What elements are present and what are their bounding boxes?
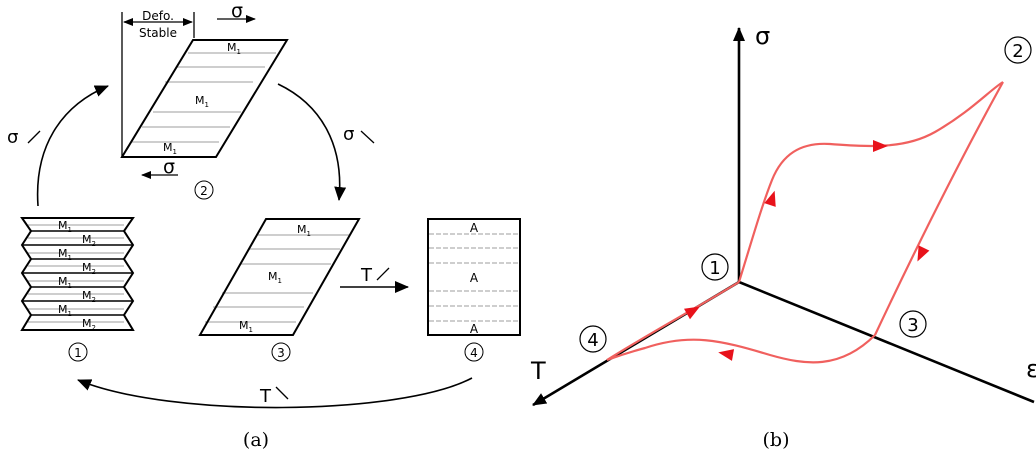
state-3-layer-label: M1	[239, 319, 253, 334]
state-2-number: 2	[200, 184, 208, 198]
curve-arrow	[718, 349, 735, 361]
state-1-bands	[28, 224, 124, 323]
state-2-number-circle	[194, 180, 214, 200]
strain-axis	[738, 280, 1035, 404]
state-4-layer-label: A	[470, 271, 479, 285]
state-4-number-circle	[464, 342, 484, 362]
state-1-layer-label: M1	[58, 219, 72, 234]
increase-slash	[27, 130, 41, 144]
temperature-axis-label: T	[530, 357, 546, 385]
decrease-slash	[275, 386, 289, 400]
state-1-number-circle	[68, 342, 88, 362]
cooling-label: T	[259, 386, 272, 407]
state-1-layer-label: M1	[58, 303, 72, 318]
state-4-rectangle	[427, 218, 521, 336]
sigma-top-label: σ	[231, 0, 243, 22]
state-4-austenite: A A A 4	[427, 218, 521, 362]
state-1-layer-label: M2	[82, 289, 96, 304]
caption-b: (b)	[763, 429, 790, 451]
heating-label: T	[360, 265, 373, 286]
state-1-layer-label: M1	[58, 247, 72, 262]
state-3-layer-label: M1	[268, 270, 282, 285]
state-1-layer-label: M2	[82, 233, 96, 248]
point-1-circle	[701, 253, 729, 281]
point-2-circle	[1004, 36, 1032, 64]
state-4-number: 4	[470, 346, 478, 360]
unloading-arrow	[277, 83, 347, 201]
heating-path	[606, 334, 876, 364]
cooling-path	[606, 281, 740, 361]
panel-b: σ T ε 1 2 3 4 (b)	[530, 22, 1036, 451]
loading-path	[737, 81, 1004, 283]
state-2-label-defo: Defo.	[142, 9, 174, 23]
state-1-number: 1	[74, 346, 82, 360]
strain-axis-label: ε	[1026, 355, 1036, 383]
unloading-path	[874, 81, 1004, 336]
state-1-layer-label: M1	[58, 275, 72, 290]
curve-arrow	[917, 245, 930, 262]
state-1-layer-label: M2	[82, 317, 96, 332]
state-1-outline	[20, 217, 135, 331]
state-4-bands	[429, 233, 519, 322]
point-3-circle	[899, 310, 927, 338]
state-2-deformed: Defo. Stable σ M1 M1 M1 σ 2	[120, 0, 289, 200]
caption-a: (a)	[243, 429, 269, 451]
cooling-arrow	[77, 377, 473, 409]
point-4-circle	[579, 325, 607, 353]
sigma-axis-label: σ	[755, 22, 770, 50]
state-3-layer-label: M1	[297, 223, 311, 238]
state-4-layer-label: A	[470, 221, 479, 235]
state-2-parallelogram	[120, 39, 289, 158]
point-2-label: 2	[1012, 41, 1023, 62]
state-3-bands	[205, 234, 349, 323]
state-2-bands	[132, 52, 276, 143]
state-3-number: 3	[277, 346, 285, 360]
sme-loop-curve	[606, 81, 1004, 364]
state-3-detwinned: M1 M1 M1 3	[198, 218, 361, 362]
state-2-layer-label: M1	[163, 141, 177, 156]
state-2-label-stable: Stable	[139, 26, 177, 40]
curve-arrow	[873, 140, 888, 152]
axes: σ T ε	[530, 22, 1036, 407]
point-1-label: 1	[709, 258, 720, 279]
curve-arrow	[684, 306, 700, 320]
state-2-layer-label: M1	[227, 41, 241, 56]
curve-arrow	[764, 190, 776, 207]
loading-arrow	[36, 85, 109, 207]
sigma-bottom-label: σ	[163, 156, 175, 178]
state-3-number-circle	[271, 342, 291, 362]
state-3-parallelogram	[198, 218, 361, 336]
loading-label: σ	[7, 127, 18, 148]
decrease-slash	[360, 130, 375, 144]
state-4-layer-label: A	[470, 322, 479, 336]
state-1-layer-label: M2	[82, 261, 96, 276]
transition-arrows: σ σ T T	[7, 83, 473, 409]
panel-a: Defo. Stable σ M1 M1 M1 σ 2	[7, 0, 521, 451]
unloading-label: σ	[343, 124, 354, 145]
increase-slash	[376, 267, 390, 281]
points: 1 2 3 4	[579, 36, 1032, 353]
point-3-label: 3	[907, 315, 918, 336]
state-1-twinned: M1 M2 M1 M2 M1 M2 M1 M2 1	[20, 217, 135, 362]
point-4-label: 4	[587, 330, 598, 351]
state-2-layer-label: M1	[195, 94, 209, 109]
